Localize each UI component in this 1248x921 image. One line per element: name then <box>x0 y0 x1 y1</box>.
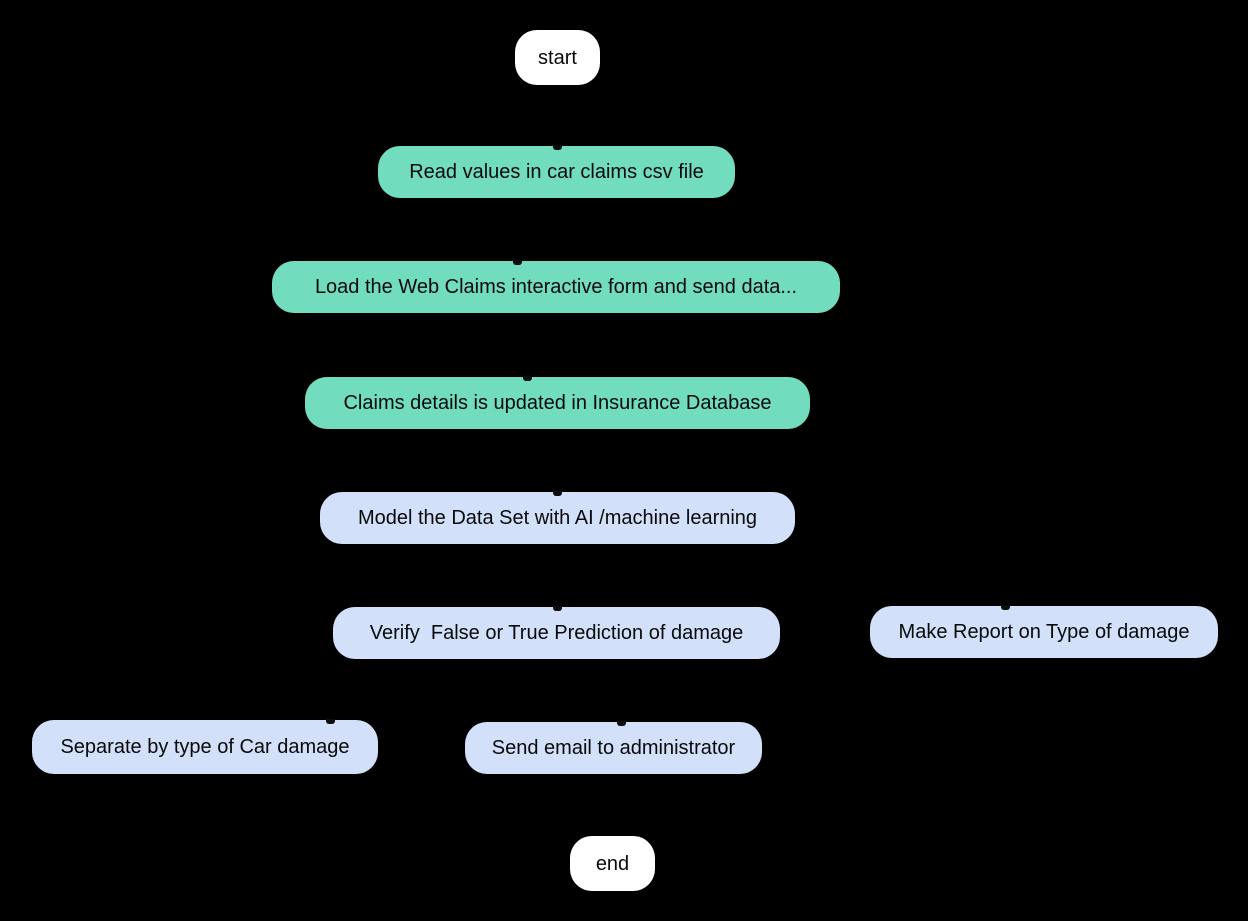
flow-node-claims-updated: Claims details is updated in Insurance D… <box>305 376 810 429</box>
flow-node-label: Make Report on Type of damage <box>898 621 1190 643</box>
flow-node-label: Verify False or True Prediction of damag… <box>369 622 744 644</box>
flow-node-load-web-form: Load the Web Claims interactive form and… <box>272 260 840 313</box>
arrowhead-notch <box>1001 605 1010 610</box>
flow-node-start: start <box>515 30 600 85</box>
arrowhead-notch <box>553 145 562 150</box>
flow-node-make-report: Make Report on Type of damage <box>870 605 1218 658</box>
flow-node-label: Load the Web Claims interactive form and… <box>314 276 798 298</box>
flow-node-separate-damage: Separate by type of Car damage <box>32 719 378 774</box>
arrowhead-notch <box>326 719 335 724</box>
flow-node-send-email: Send email to administrator <box>465 721 762 774</box>
arrowhead-notch <box>553 491 562 496</box>
arrowhead-notch <box>523 376 532 381</box>
arrowhead-notch <box>513 260 522 265</box>
flow-node-label: Model the Data Set with AI /machine lear… <box>357 507 758 529</box>
flow-node-label: Send email to administrator <box>491 737 736 759</box>
arrowhead-notch <box>553 606 562 611</box>
flow-node-label: end <box>595 852 630 875</box>
flow-node-read-values: Read values in car claims csv file <box>378 145 735 198</box>
flow-node-label: start <box>538 46 577 69</box>
flow-node-label: Claims details is updated in Insurance D… <box>343 392 772 414</box>
flow-node-model-dataset: Model the Data Set with AI /machine lear… <box>320 491 795 544</box>
flow-node-label: Separate by type of Car damage <box>60 736 350 758</box>
flow-node-end: end <box>570 836 655 891</box>
arrowhead-notch <box>617 721 626 726</box>
flow-node-verify-predict: Verify False or True Prediction of damag… <box>333 606 780 659</box>
flow-node-label: Read values in car claims csv file <box>409 161 704 183</box>
